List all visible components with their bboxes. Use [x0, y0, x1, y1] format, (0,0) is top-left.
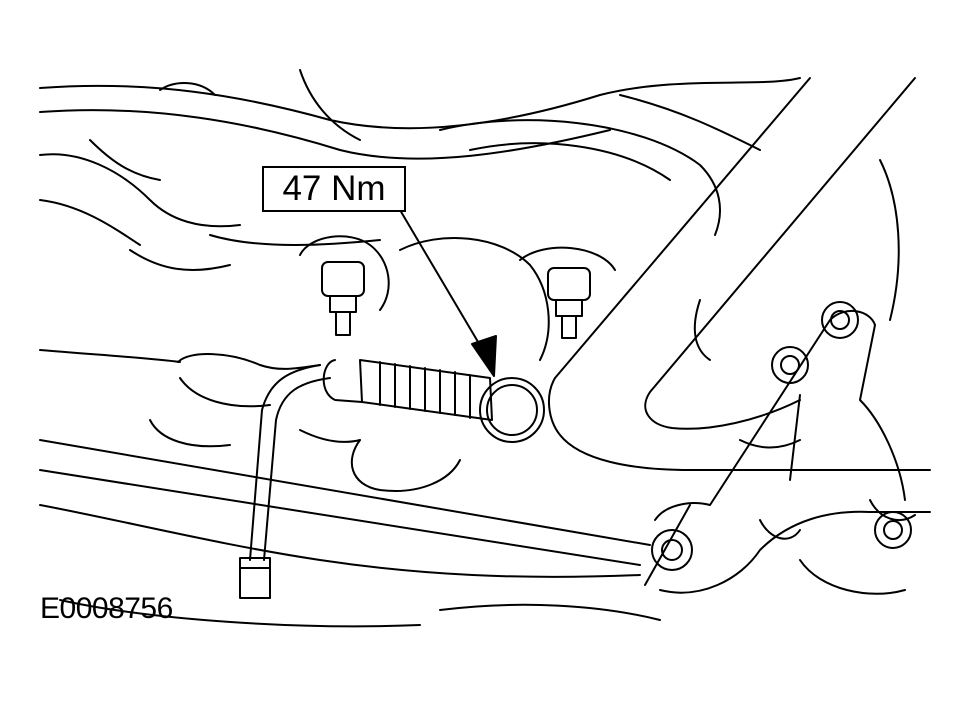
mounting-studs [299, 235, 616, 361]
mounting-bracket [644, 301, 931, 595]
frame-member [548, 77, 931, 471]
callout-leader [399, 209, 497, 377]
sensor-assembly [239, 359, 545, 599]
torque-callout: 47 Nm [262, 166, 406, 212]
torque-value: 47 Nm [282, 169, 386, 208]
figure-id: E0008756 [40, 592, 173, 625]
upper-body-structure [39, 69, 801, 271]
lower-pipes [39, 349, 661, 628]
